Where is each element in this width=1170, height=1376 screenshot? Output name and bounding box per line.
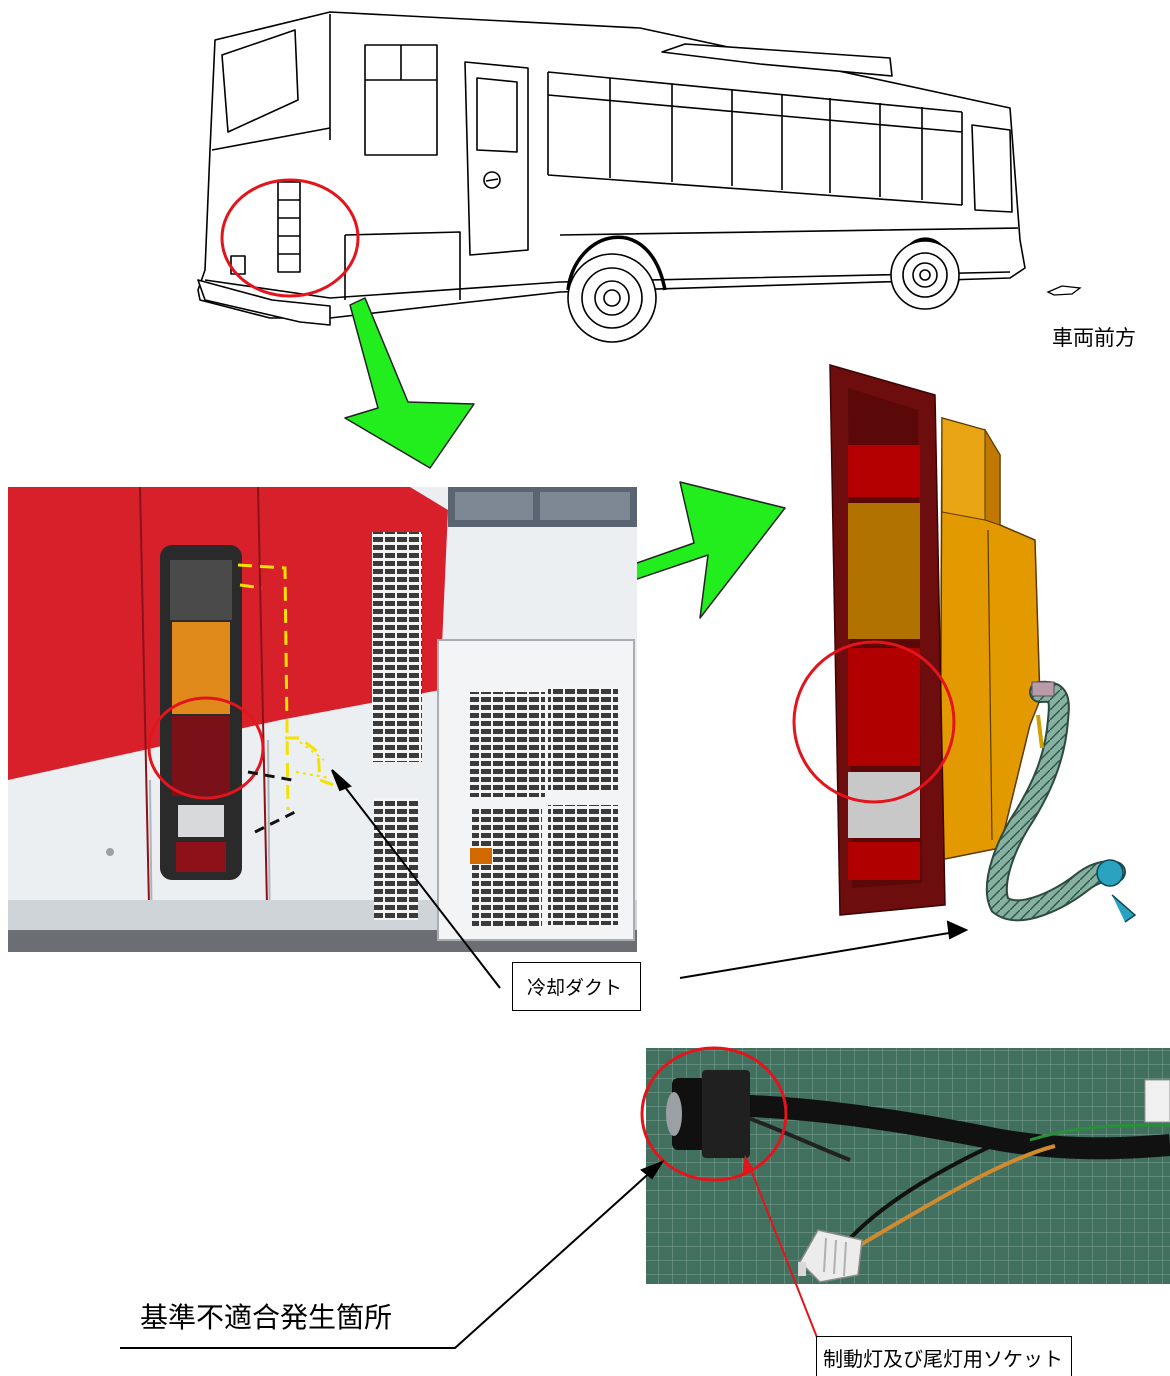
tail-lamp-cad-model xyxy=(829,364,1138,923)
bus-lamp-highlight-circle xyxy=(220,178,360,298)
bus-drawing xyxy=(197,11,1026,343)
vehicle-front-label: 車両前方 xyxy=(1052,326,1136,350)
bus-rear-photo xyxy=(8,486,637,953)
front-direction-icon xyxy=(1046,285,1082,296)
duct-path-outline xyxy=(237,563,337,811)
cad-socket-highlight-circle xyxy=(792,640,956,804)
socket-leader-line xyxy=(747,1161,819,1341)
cut-line-marker xyxy=(247,770,296,834)
socket-label: 制動灯及び尾灯用ソケット xyxy=(816,1336,1072,1376)
photo-lamp-highlight-circle xyxy=(147,696,265,800)
socket-highlight-circle xyxy=(640,1046,788,1182)
down-arrow-icon xyxy=(344,297,475,469)
socket-photo xyxy=(646,1048,1170,1284)
cooling-duct-label: 冷却ダクト xyxy=(512,962,642,1011)
noncompliance-location-label: 基準不適合発生箇所 xyxy=(140,1301,393,1334)
leader-lines xyxy=(120,769,969,1349)
